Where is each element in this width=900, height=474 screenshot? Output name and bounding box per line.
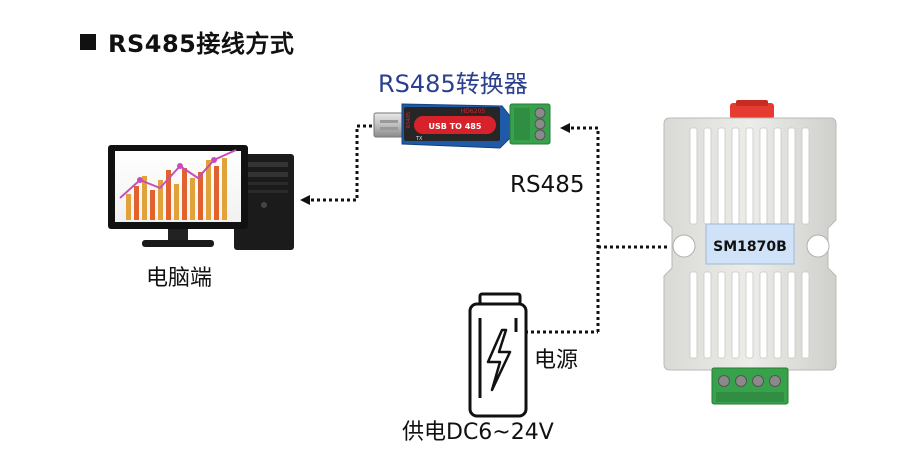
power-supply-label: 供电DC6~24V [402,420,554,445]
power-label: 电源 [534,348,579,373]
usb-to-pc-line [300,124,372,205]
lightning-icon [486,328,512,392]
device-model-text: SM1870B [713,239,787,255]
battery-illustration [468,292,528,418]
title-text: RS485接线方式 [108,30,295,58]
device-illustration: SM1870B [663,100,837,405]
bus-label: RS485 [510,172,585,198]
converter-body-text: USB TO 485 [429,122,482,131]
title-square-icon [80,33,96,50]
converter-terminal [509,103,551,145]
usb-converter: USB TO 485 HD6205 RS485 TX [373,103,551,149]
device-vents-bottom [689,271,810,359]
computer-illustration [108,145,294,250]
device-terminal [711,367,789,405]
bus-vertical-line [560,123,600,332]
pc-monitor [108,145,248,247]
converter-title: RS485转换器 [378,70,528,98]
pc-tower [234,154,294,250]
section-title: RS485接线方式 [80,24,294,59]
converter-port-text: TX [415,136,423,142]
device-vents-top [689,127,810,225]
connection-lines [300,123,668,334]
converter-side-text: RS485 [406,112,412,128]
chart-icon [119,149,237,220]
computer-label: 电脑端 [146,266,213,291]
converter-model-text: HD6205 [461,108,486,115]
